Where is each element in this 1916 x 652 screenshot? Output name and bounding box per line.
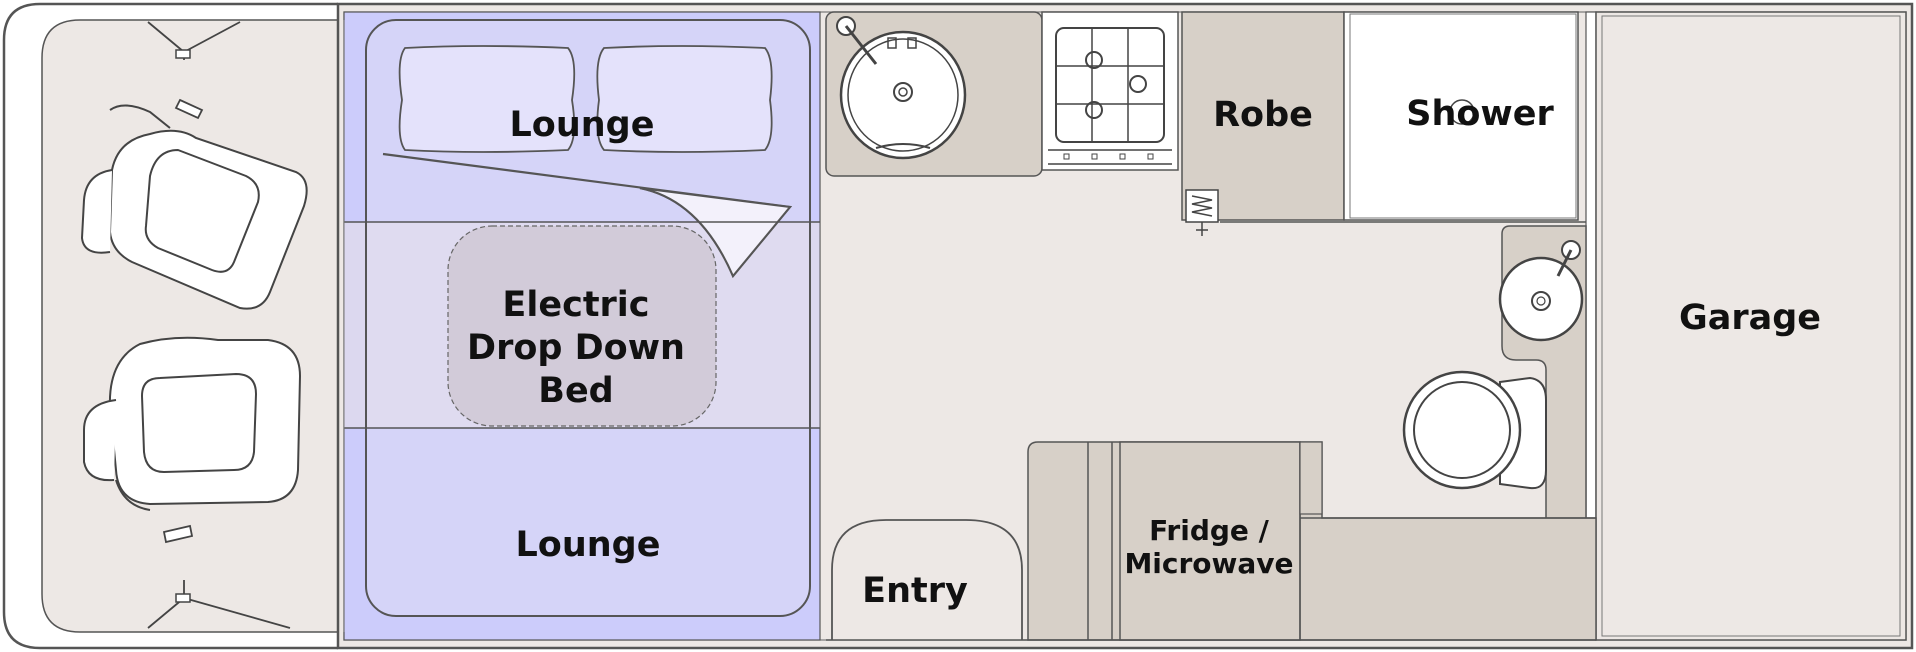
robe [1181,11,1345,221]
garage-inner [1601,15,1901,637]
label-bed-line-1: Electric [502,285,650,325]
shower-drain-icon [1449,99,1475,125]
driver-seat-icon [80,104,308,310]
sink-icon [836,16,967,160]
pillow-right [596,45,773,153]
bathroom-wall [1585,11,1597,523]
label-lounge-top: Lounge [509,105,655,145]
pillow-left [398,45,576,153]
label-bed-line-3: Bed [538,371,614,411]
cooktop-icon [1048,27,1172,165]
cab-outline [2,2,338,650]
label-shower: Shower [1406,94,1554,134]
shower-tray [1349,13,1577,219]
label-fridge-line-1: Fridge / [1149,514,1269,547]
passenger-seat-icon [83,336,302,511]
label-entry: Entry [862,571,968,611]
bed-sheet-fold-fill [639,187,792,278]
label-electric-drop-down-bed: Electric Drop Down Bed [466,284,686,413]
label-fridge-line-2: Microwave [1124,547,1294,580]
label-fridge-microwave: Fridge / Microwave [1114,514,1304,580]
fridge-door-edge [1299,441,1323,515]
seatbelt-icon [147,21,291,629]
label-bed-line-2: Drop Down [467,328,685,368]
vanity-basin-icon [1498,240,1584,342]
shower [1343,11,1579,221]
label-robe: Robe [1213,95,1313,135]
label-lounge-bottom: Lounge [515,525,661,565]
fridge-panel [1119,441,1301,641]
bed-motor-panel [447,225,717,427]
label-garage: Garage [1678,298,1822,338]
garage [1595,11,1907,641]
toilet-icon [1402,370,1547,490]
heater-icon [1185,189,1219,236]
mirror-icon [162,98,204,544]
entry-step [831,519,1023,640]
